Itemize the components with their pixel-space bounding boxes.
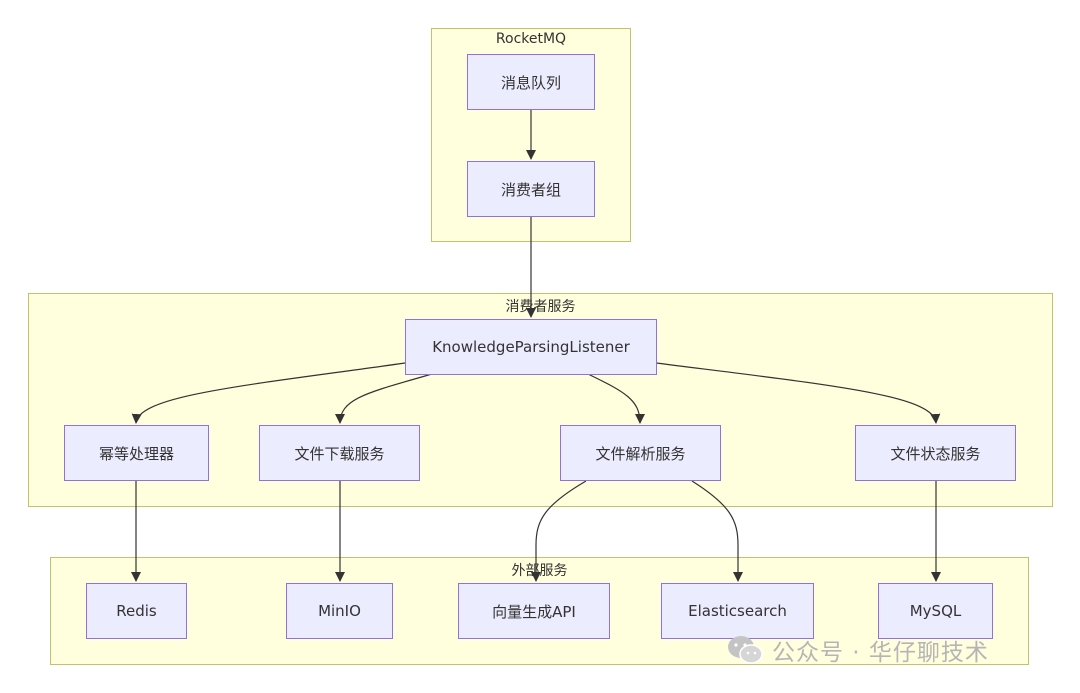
- node-consumer-group: 消费者组: [467, 161, 595, 217]
- node-message-queue: 消息队列: [467, 54, 595, 110]
- node-file-download-service: 文件下载服务: [259, 425, 420, 481]
- cluster-title-rocketmq: RocketMQ: [495, 31, 567, 47]
- cluster-title-external-service: 外部服务: [511, 563, 568, 579]
- node-idempotent-processor: 幂等处理器: [64, 425, 209, 481]
- node-knowledge-parsing-listener: KnowledgeParsingListener: [405, 319, 657, 375]
- node-elasticsearch: Elasticsearch: [661, 583, 814, 639]
- watermark: 公众号 · 华仔聊技术: [726, 632, 989, 668]
- node-file-status-service: 文件状态服务: [855, 425, 1016, 481]
- node-mysql: MySQL: [878, 583, 993, 639]
- node-file-parse-service: 文件解析服务: [560, 425, 721, 481]
- watermark-text: 公众号 · 华仔聊技术: [772, 640, 989, 666]
- wechat-icon: [728, 636, 763, 664]
- node-vector-api: 向量生成API: [458, 583, 610, 639]
- node-redis: Redis: [86, 583, 187, 639]
- cluster-title-consumer-service: 消费者服务: [505, 299, 576, 315]
- node-minio: MinIO: [286, 583, 393, 639]
